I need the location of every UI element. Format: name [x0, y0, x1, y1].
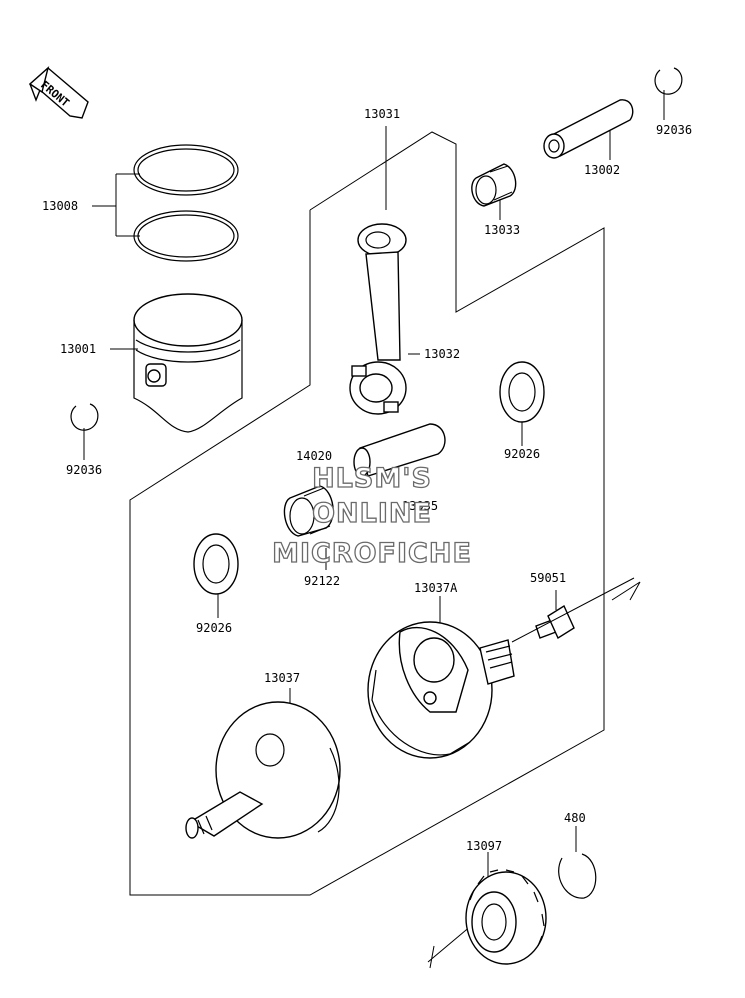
piston-pin [543, 99, 634, 159]
label-13037: 13037 [264, 671, 300, 685]
label-14020: 14020 [296, 449, 332, 463]
crankshaft-right-half [367, 621, 515, 759]
watermark-line-1: HLSM'S [312, 463, 432, 494]
label-13037A: 13037A [414, 581, 458, 595]
label-92036-right: 92036 [656, 123, 692, 137]
label-59051: 59051 [530, 571, 566, 585]
thrust-washer-right [499, 361, 545, 423]
crankshaft-left-half [185, 701, 341, 839]
circlip-left [70, 403, 99, 431]
label-13035: 13035 [402, 499, 438, 513]
label-13002: 13002 [584, 163, 620, 177]
thrust-washer-left [193, 533, 239, 595]
watermark: HLSM'S ONLINE MICROFICHE [271, 462, 472, 569]
piston-rings [133, 144, 239, 262]
front-arrow-icon: FRONT [28, 65, 89, 119]
small-end-bearing [471, 163, 517, 207]
crank-pin [353, 423, 446, 477]
part-labels: 13031 13008 13001 92036 92036 13002 1303… [42, 107, 692, 853]
connecting-rod [349, 223, 407, 415]
label-13097: 13097 [466, 839, 502, 853]
shaft-break-right [511, 577, 641, 643]
label-92026-right: 92026 [504, 447, 540, 461]
big-end-bearing [283, 485, 334, 537]
circlip-right [654, 67, 683, 95]
label-92036-left: 92036 [66, 463, 102, 477]
label-13033: 13033 [484, 223, 520, 237]
label-13031: 13031 [364, 107, 400, 121]
watermark-line-3: MICROFICHE [272, 538, 472, 569]
label-480: 480 [564, 811, 586, 825]
crank-gear [465, 869, 547, 965]
label-13032: 13032 [424, 347, 460, 361]
woodruff-key [535, 604, 575, 640]
snap-ring [558, 853, 597, 899]
piston [133, 293, 243, 433]
watermark-line-2: ONLINE [312, 498, 432, 529]
label-92122: 92122 [304, 574, 340, 588]
assembly-outline [129, 126, 605, 896]
label-13001: 13001 [60, 342, 96, 356]
label-92026-left: 92026 [196, 621, 232, 635]
label-13008: 13008 [42, 199, 78, 213]
